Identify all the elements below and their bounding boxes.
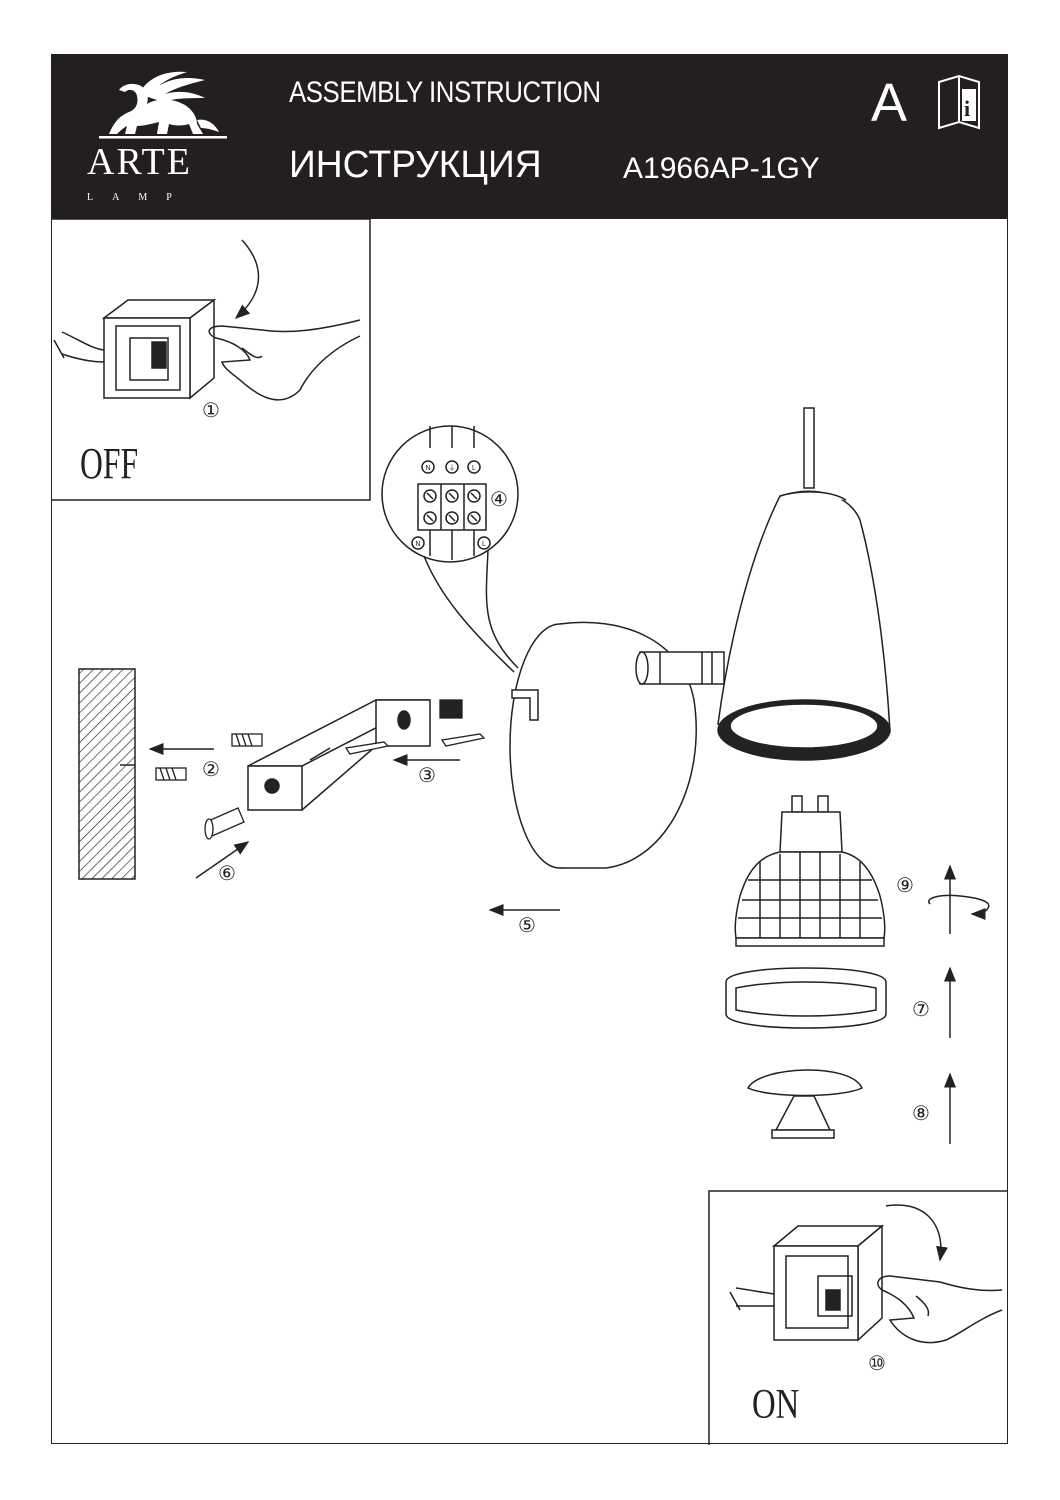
- hand-icon: [208, 319, 361, 401]
- arrow-step-6: [195, 841, 250, 879]
- griffin-logo-icon: [99, 71, 227, 139]
- on-panel: [708, 1190, 1008, 1445]
- header-bar: ARTE LAMP ASSEMBLY INSTRUCTION ИНСТРУКЦИ…: [51, 54, 1008, 219]
- info-glyph: i: [964, 96, 970, 121]
- title-russian: ИНСТРУКЦИЯ: [289, 144, 542, 186]
- off-panel: [51, 218, 371, 501]
- retaining-ring: [725, 967, 887, 1029]
- arrow-icon-on: [885, 1204, 948, 1262]
- step-4-label: ④: [490, 489, 508, 511]
- step-10-label: ⑩: [868, 1353, 886, 1375]
- switch-icon: [53, 298, 217, 400]
- step-8-label: ⑧: [912, 1103, 930, 1125]
- lamp-head: [635, 407, 891, 761]
- step-2-label: ②: [202, 759, 220, 781]
- end-cap: [746, 1069, 863, 1139]
- rotate-arrow-icon: [927, 894, 990, 920]
- terminal-label-n-bottom: N: [415, 541, 420, 548]
- arrow-icon: [234, 239, 260, 319]
- step-7-label: ⑦: [912, 999, 930, 1021]
- screw-icon-6: [204, 807, 245, 840]
- terminal-label-l-bottom: L: [482, 541, 486, 548]
- step-9-label: ⑨: [896, 875, 914, 897]
- terminal-label-n: N: [425, 465, 430, 472]
- step-3-label: ③: [418, 765, 436, 787]
- title-english: ASSEMBLY INSTRUCTION: [289, 76, 601, 109]
- switch-icon-on: [729, 1224, 885, 1342]
- brand-name: ARTE: [87, 141, 192, 183]
- info-manual-icon: i: [938, 74, 980, 130]
- terminal-block: [381, 425, 519, 673]
- brand-subtitle: LAMP: [87, 192, 191, 203]
- hand-icon-on: [877, 1275, 1003, 1344]
- bulb-gu10: [734, 795, 886, 947]
- on-label: ON: [752, 1381, 799, 1428]
- class-grade: A: [871, 73, 908, 133]
- step-6-label: ⑥: [218, 863, 236, 885]
- step-1-label: ①: [202, 400, 220, 422]
- dowel-icon: [155, 733, 263, 781]
- mounting-bracket: [247, 699, 431, 811]
- off-label: OFF: [80, 440, 138, 488]
- wall: [78, 668, 136, 880]
- ground-icon: ⏚: [449, 464, 456, 472]
- terminal-label-l: L: [472, 465, 476, 472]
- model-number: A1966AP-1GY: [623, 152, 820, 185]
- step-5-label: ⑤: [518, 915, 536, 937]
- screw-icon: [344, 699, 486, 755]
